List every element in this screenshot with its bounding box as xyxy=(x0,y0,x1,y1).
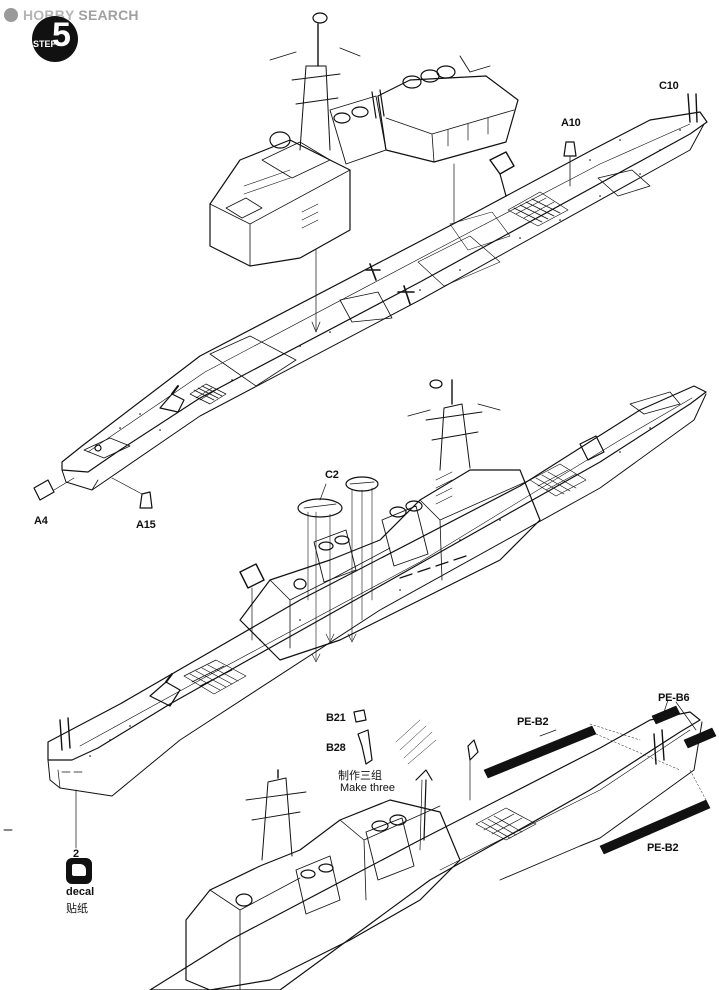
make-three-english: Make three xyxy=(340,782,396,794)
part-label-a15: A15 xyxy=(136,519,156,531)
part-label-a10: A10 xyxy=(561,117,581,129)
part-label-c10: C10 xyxy=(659,80,679,92)
decal-label-chinese: 贴纸 xyxy=(66,902,88,915)
decal-label-english: decal xyxy=(66,886,95,898)
make-three-chinese: 制作三组 xyxy=(338,769,382,782)
decal-icon xyxy=(66,858,92,884)
photo-etch-parts xyxy=(483,699,717,855)
bottom-hull xyxy=(149,709,703,990)
part-label-b28: B28 xyxy=(326,742,346,754)
middle-hull xyxy=(47,385,707,849)
top-hull xyxy=(33,93,708,509)
step-badge xyxy=(32,16,78,62)
part-label-pe-b2-top: PE-B2 xyxy=(517,716,549,728)
step-word: STEP xyxy=(33,39,57,49)
part-label-b21: B21 xyxy=(326,712,346,724)
part-label-pe-b6: PE-B6 xyxy=(658,692,690,704)
top-fwd-superstructure xyxy=(209,12,387,267)
top-aft-superstructure xyxy=(377,55,519,163)
decal-number: 2 xyxy=(73,848,79,860)
step-number: 5 xyxy=(52,16,71,54)
part-label-a4: A4 xyxy=(34,515,48,527)
part-label-pe-b2-bottom: PE-B2 xyxy=(647,842,679,854)
watermark-logo-icon xyxy=(4,8,18,22)
part-label-c2: C2 xyxy=(325,469,339,481)
middle-superstructure xyxy=(239,379,541,663)
